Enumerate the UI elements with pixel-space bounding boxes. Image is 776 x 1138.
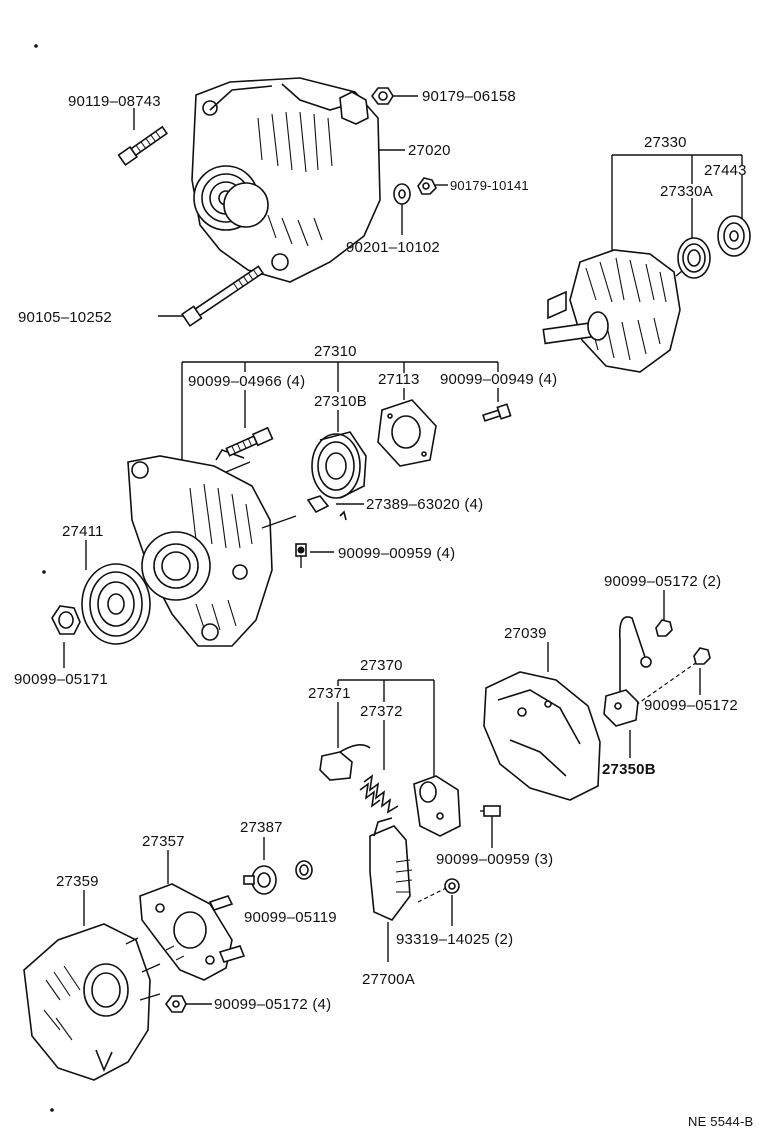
label-93319-14025: 93319–14025 (2) (396, 931, 513, 948)
nut-90099-05172-a-icon (655, 619, 673, 637)
diagram-code: NE 5544-B (688, 1114, 753, 1129)
bolt-90105-10252-icon (180, 265, 264, 327)
label-90099-00949: 90099–00949 (4) (440, 371, 557, 388)
label-90105-10252: 90105–10252 (18, 309, 112, 326)
screw-93319-14025-icon (444, 878, 460, 894)
label-27387: 27387 (240, 819, 283, 836)
part-labels: 90119–08743 90179–06158 27020 90179-1014… (14, 88, 753, 1129)
label-27389-63020: 27389–63020 (4) (366, 496, 483, 513)
pulley-27411-icon (81, 563, 151, 645)
regulator-27700A-icon (369, 817, 413, 921)
screw-90099-00949-icon (482, 403, 512, 422)
alternator-assembly-27020-icon (191, 77, 381, 283)
bolt-90099-04966-icon (225, 426, 274, 457)
label-90119-08743: 90119–08743 (68, 93, 161, 110)
rotor-27330-icon (542, 249, 689, 373)
rectifier-27357-icon (139, 883, 246, 981)
screw-90099-00959-3-icon (480, 805, 501, 817)
label-90099-04966: 90099–04966 (4) (188, 373, 305, 390)
terminal-insulator-27387-icon (243, 865, 277, 895)
retainer-plate-27113-icon (377, 399, 437, 467)
label-27330: 27330 (644, 134, 687, 151)
label-90099-05172-4: 90099–05172 (4) (214, 996, 331, 1013)
terminal-27350B-icon (603, 616, 652, 727)
label-27350B: 27350B (602, 761, 656, 778)
label-90179-10141: 90179-10141 (450, 178, 529, 193)
label-27310: 27310 (314, 343, 357, 360)
label-27357: 27357 (142, 833, 185, 850)
label-90099-05171: 90099–05171 (14, 671, 108, 688)
label-27039: 27039 (504, 625, 547, 642)
nut-90179-06158-icon (371, 87, 394, 105)
label-90099-05172-2: 90099–05172 (2) (604, 573, 721, 590)
label-27372: 27372 (360, 703, 403, 720)
rear-cover-27039-icon (483, 671, 601, 801)
nut-90099-05172-c-icon (165, 995, 187, 1013)
washer-90201-10102-icon (393, 183, 411, 205)
brush-27371-icon (319, 744, 371, 781)
rectifier-end-frame-27359-icon (23, 923, 161, 1081)
label-90099-05119: 90099–05119 (244, 909, 337, 926)
label-27330A: 27330A (660, 183, 713, 200)
bearing-27330A-icon (677, 237, 711, 279)
speck-icon (34, 44, 38, 48)
label-27310B: 27310B (314, 393, 367, 410)
label-27443: 27443 (704, 162, 747, 179)
label-90099-00959-3: 90099–00959 (3) (436, 851, 553, 868)
nut-90099-05119-icon (295, 860, 313, 880)
label-27020: 27020 (408, 142, 451, 159)
spring-27372-icon (359, 774, 399, 814)
plug-27389-63020-icon (306, 495, 347, 521)
screw-90099-00959-icon (295, 543, 307, 568)
label-27411: 27411 (62, 523, 104, 540)
nut-90099-05172-b-icon (693, 647, 711, 665)
drive-end-frame-27310-icon (127, 449, 273, 647)
label-90179-06158: 90179–06158 (422, 88, 516, 105)
label-90099-00959-4: 90099–00959 (4) (338, 545, 455, 562)
label-27113: 27113 (378, 371, 420, 388)
speck-icon (42, 570, 46, 574)
label-27700A: 27700A (362, 971, 415, 988)
rod-icon (225, 461, 297, 529)
leader-lines (63, 95, 743, 1005)
label-27371: 27371 (308, 685, 351, 702)
nut-90099-05171-icon (51, 605, 81, 635)
label-90201-10102: 90201–10102 (346, 239, 440, 256)
label-27370: 27370 (360, 657, 403, 674)
label-90099-05172: 90099–05172 (644, 697, 738, 714)
bolt-90119-08743-icon (117, 125, 169, 167)
bearing-cover-27443-icon (717, 215, 751, 257)
label-27359: 27359 (56, 873, 99, 890)
nut-90179-10141-icon (417, 177, 437, 195)
bearing-27310B-icon (311, 431, 367, 499)
brush-holder-27370-icon (413, 775, 461, 837)
speck-icon (50, 1108, 54, 1112)
